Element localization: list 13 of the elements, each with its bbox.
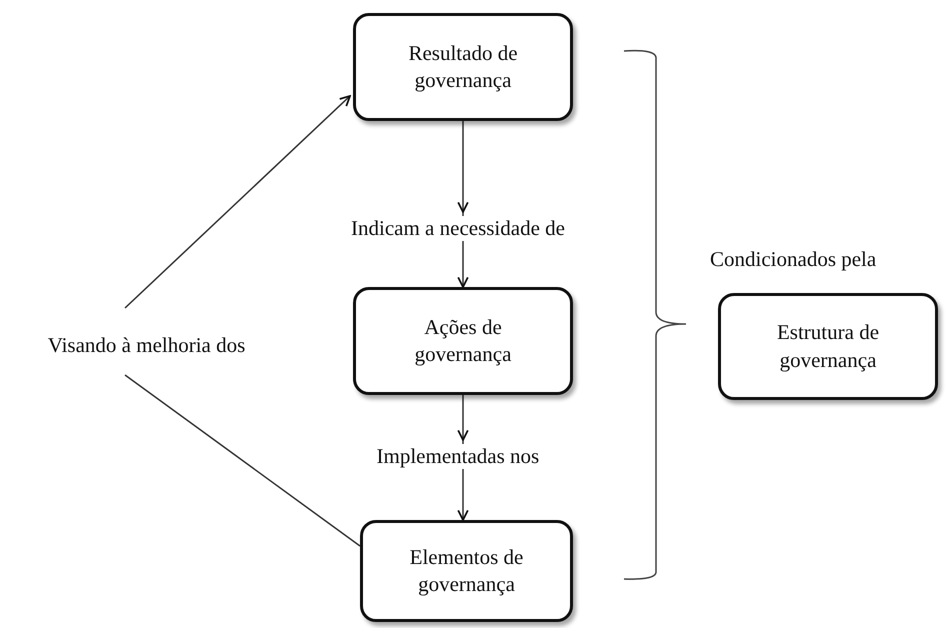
edge-label: Implementadas nos <box>374 444 542 469</box>
box-label: Elementos de governança <box>408 544 524 598</box>
process-box <box>353 287 573 395</box>
annotation-text: Visando à melhoria dos <box>4 325 289 365</box>
side-caption: Condicionados pela <box>710 247 876 272</box>
edge-label: Indicam a necessidade de <box>349 216 567 241</box>
box-label: Resultado de governança <box>407 40 519 94</box>
box-label: Estrutura de governança <box>776 319 880 374</box>
box-label: Ações de governança <box>414 314 512 368</box>
arrow <box>124 95 351 309</box>
process-box <box>360 520 573 622</box>
process-box <box>718 293 938 400</box>
process-box <box>353 13 573 121</box>
